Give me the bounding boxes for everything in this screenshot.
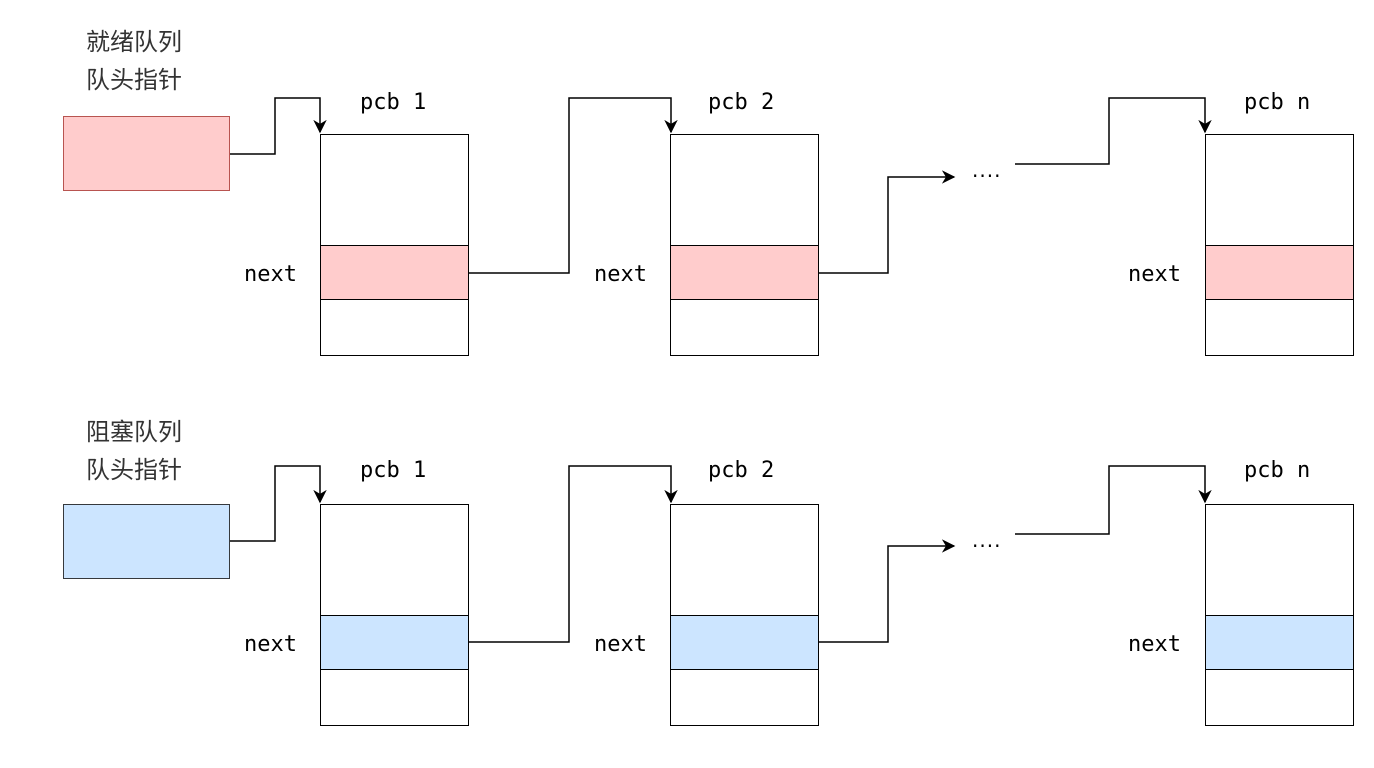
ready-queue-label-line1: 就绪队列 — [86, 28, 182, 56]
pcb-title: pcb 2 — [708, 90, 775, 115]
pcb-next-label: next — [244, 262, 297, 287]
pcb-next-label: next — [244, 632, 297, 657]
pcb-node — [1205, 134, 1354, 356]
ellipsis: ···· — [972, 164, 1002, 188]
pcb-node — [670, 504, 819, 726]
pcb-next-label: next — [594, 632, 647, 657]
pcb-node — [1205, 504, 1354, 726]
pcb-node — [670, 134, 819, 356]
pcb-title: pcb 1 — [360, 458, 427, 483]
head-to-pcb1-arrow — [230, 97, 327, 155]
ellipsis-to-pcbn-arrow — [1015, 97, 1212, 165]
blocked-queue-head-pointer — [63, 504, 230, 579]
ready-queue: 就绪队列 队头指针 pcb 1 next pcb 2 next ···· pcb… — [0, 0, 1374, 378]
blocked-queue-links — [230, 465, 1212, 643]
ellipsis-to-pcbn-arrow — [1015, 465, 1212, 535]
pcb-title: pcb n — [1244, 90, 1311, 115]
pcb-next-field — [321, 615, 468, 670]
pcb-next-label: next — [1128, 262, 1181, 287]
pcb-title: pcb 2 — [708, 458, 775, 483]
ready-queue-label-line2: 队头指针 — [86, 66, 182, 94]
pcb2-to-ellipsis-arrow — [819, 170, 956, 274]
pcb1-to-pcb2-arrow — [469, 465, 678, 643]
pcb-next-label: next — [1128, 632, 1181, 657]
ellipsis: ···· — [972, 534, 1002, 558]
pcb-next-field — [321, 245, 468, 300]
blocked-queue-label-line1: 阻塞队列 — [86, 418, 182, 446]
pcb-next-field — [1206, 245, 1353, 300]
head-to-pcb1-arrow — [230, 465, 327, 542]
ready-queue-links — [230, 97, 1212, 274]
ready-queue-head-pointer — [63, 116, 230, 191]
pcb-title: pcb n — [1244, 458, 1311, 483]
pcb-next-field — [671, 615, 818, 670]
pcb-next-field — [671, 245, 818, 300]
pcb-next-field — [1206, 615, 1353, 670]
pcb1-to-pcb2-arrow — [469, 97, 678, 274]
pcb-next-label: next — [594, 262, 647, 287]
pcb-node — [320, 134, 469, 356]
blocked-queue-label-line2: 队头指针 — [86, 456, 182, 484]
pcb2-to-ellipsis-arrow — [819, 539, 956, 643]
pcb-node — [320, 504, 469, 726]
blocked-queue: 阻塞队列 队头指针 pcb 1 next pcb 2 next ···· pcb… — [0, 390, 1374, 768]
pcb-title: pcb 1 — [360, 90, 427, 115]
